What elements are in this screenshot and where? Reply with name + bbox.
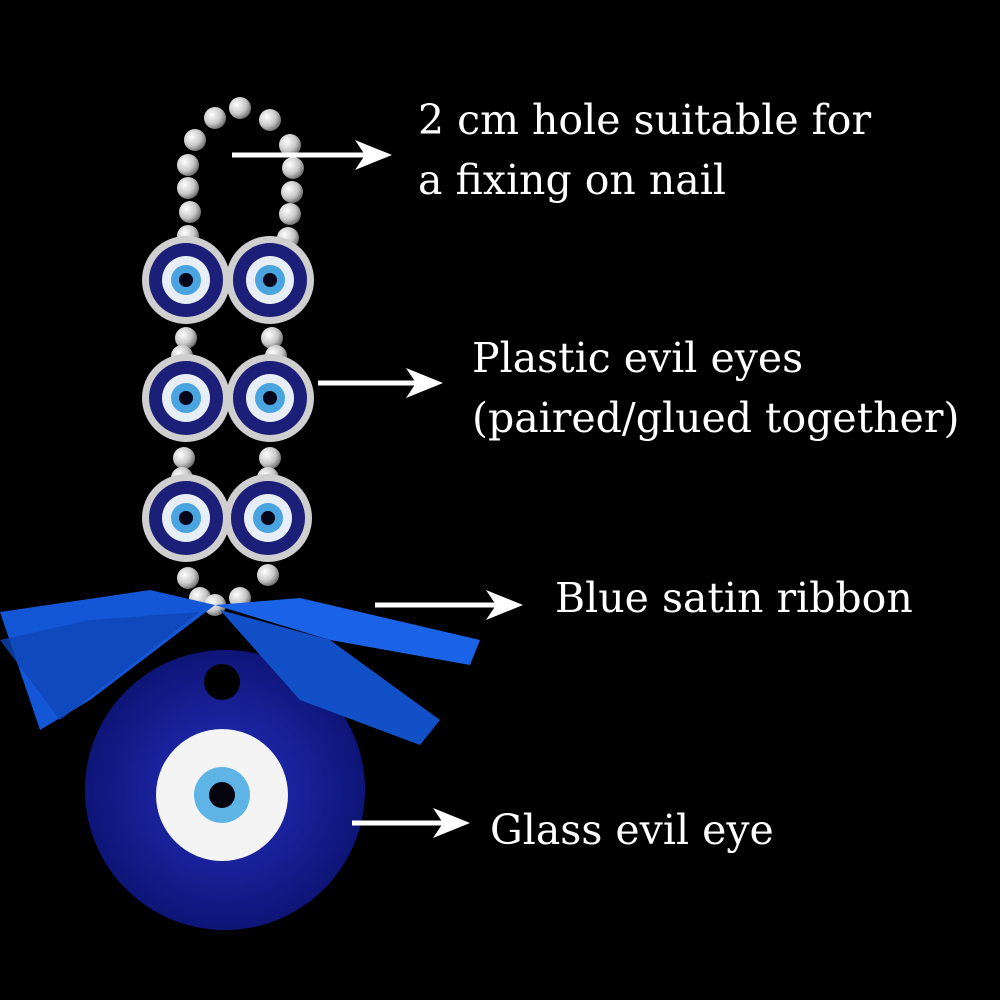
silver-bead — [279, 203, 301, 225]
silver-bead — [177, 567, 199, 589]
silver-bead — [177, 177, 199, 199]
plastic-label-line2: (paired/glued together) — [472, 394, 960, 442]
blue-satin-ribbon — [0, 590, 480, 745]
silver-bead — [173, 447, 195, 469]
silver-bead — [179, 201, 201, 223]
plastic-eyes — [142, 236, 314, 562]
hole-label: 2 cm hole suitable for a fixing on nail — [418, 90, 871, 210]
silver-bead — [259, 447, 281, 469]
silver-bead — [257, 564, 279, 586]
silver-bead — [259, 109, 281, 131]
bead-chain — [171, 97, 304, 616]
silver-bead — [177, 154, 199, 176]
silver-bead — [229, 97, 251, 119]
hole-label-line2: a fixing on nail — [418, 156, 726, 204]
plastic-label-line1: Plastic evil eyes — [472, 334, 804, 382]
silver-bead — [204, 107, 226, 129]
glass-evil-eye — [85, 650, 365, 930]
ribbon-label: Blue satin ribbon — [555, 574, 913, 622]
silver-bead — [175, 327, 197, 349]
glass-eye-label: Glass evil eye — [490, 806, 774, 854]
silver-bead — [261, 327, 283, 349]
silver-bead — [279, 134, 301, 156]
silver-bead — [281, 181, 303, 203]
silver-bead — [282, 157, 304, 179]
plastic-eyes-label: Plastic evil eyes (paired/glued together… — [472, 328, 959, 448]
arrows — [232, 140, 523, 838]
silver-bead — [184, 129, 206, 151]
hole-label-line1: 2 cm hole suitable for — [418, 96, 872, 144]
